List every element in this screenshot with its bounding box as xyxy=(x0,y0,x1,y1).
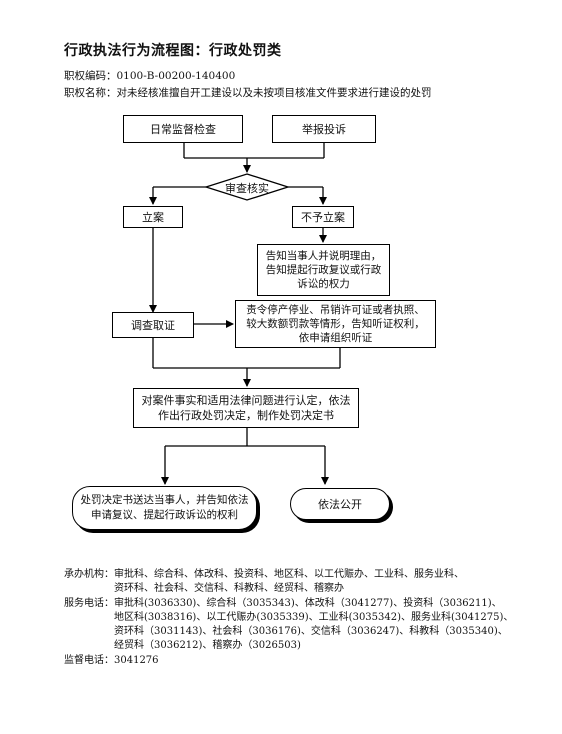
footer-phone: 服务电话： 审批科(3036330)、综合科（3035343)、体改科（3041… xyxy=(64,597,513,653)
page-title: 行政执法行为流程图：行政处罚类 xyxy=(64,43,282,59)
phone-label: 服务电话： xyxy=(64,598,114,609)
report-complaint-box: 举报投诉 xyxy=(272,115,376,143)
footer-org: 承办机构： 审批科、综合科、体改科、投资科、地区科、以工代赈办、工业科、服务业科… xyxy=(64,568,464,596)
phone-value: 审批科(3036330)、综合科（3035343)、体改科（3041277)、投… xyxy=(114,598,514,651)
investigate-box: 调查取证 xyxy=(112,312,194,338)
review-diamond xyxy=(203,173,291,201)
file-case-box: 立案 xyxy=(123,206,183,228)
job-code: 职权编码：0100-B-00200-140400 xyxy=(64,70,236,82)
deliver-box: 处罚决定书送达当事人，并告知依法申请复议、提起行政诉讼的权利 xyxy=(72,486,257,530)
org-value: 审批科、综合科、体改科、投资科、地区科、以工代赈办、工业科、服务业科、 资环科、… xyxy=(114,569,464,594)
org-label: 承办机构： xyxy=(64,569,114,580)
supervise-value: 3041276 xyxy=(114,655,159,666)
notify-reason-box: 告知当事人并说明理由，告知提起行政复议或行政诉讼的权力 xyxy=(257,244,390,296)
supervise-label: 监督电话： xyxy=(64,655,114,666)
determination-box: 对案件事实和适用法律问题进行认定，依法作出行政处罚决定，制作处罚决定书 xyxy=(133,388,359,428)
review-label: 审查核实 xyxy=(225,182,269,195)
penalty-notice-box: 责令停产停业、吊销许可证或者执照、较大数额罚款等情形，告知听证权利，依申请组织听… xyxy=(235,300,436,348)
daily-inspection-box: 日常监督检查 xyxy=(123,115,243,143)
publicize-box: 依法公开 xyxy=(290,488,390,520)
no-case-box: 不予立案 xyxy=(292,206,354,228)
job-name: 职权名称：对未经核准擅自开工建设以及未按项目核准文件要求进行建设的处罚 xyxy=(64,87,432,99)
footer-supervise: 监督电话： 3041276 xyxy=(64,654,159,668)
